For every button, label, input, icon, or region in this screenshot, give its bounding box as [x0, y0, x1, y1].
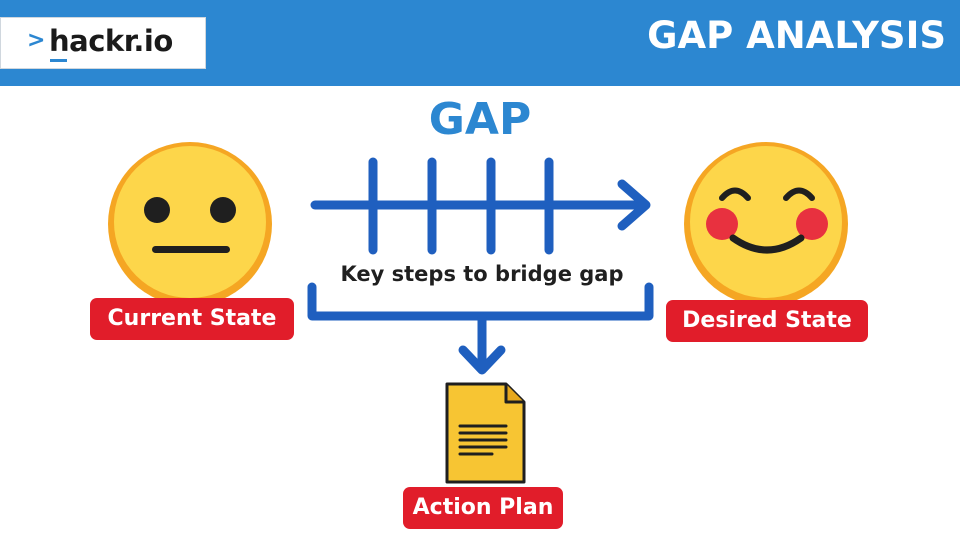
logo-text: hackr.io: [49, 24, 173, 58]
desired-state-label: Desired State: [666, 300, 868, 342]
bracket-connector: [307, 282, 654, 321]
current-state-label: Current State: [90, 298, 294, 340]
smiling-face-icon: [684, 142, 848, 306]
arrow-down-icon: [458, 313, 506, 375]
steps-label: Key steps to bridge gap: [340, 262, 624, 286]
arrow-right-icon: [310, 179, 651, 231]
header-bar: > hackr.io GAP ANALYSIS: [0, 0, 960, 86]
page-title: GAP ANALYSIS: [647, 14, 946, 57]
step-ticks: [368, 157, 554, 255]
gap-title: GAP: [428, 94, 532, 145]
action-plan-label: Action Plan: [403, 487, 563, 529]
neutral-face-icon: [108, 142, 272, 306]
logo-chevron: >: [27, 28, 46, 53]
document-icon: [445, 382, 526, 484]
logo[interactable]: > hackr.io: [0, 17, 206, 69]
logo-underline: [50, 59, 67, 62]
